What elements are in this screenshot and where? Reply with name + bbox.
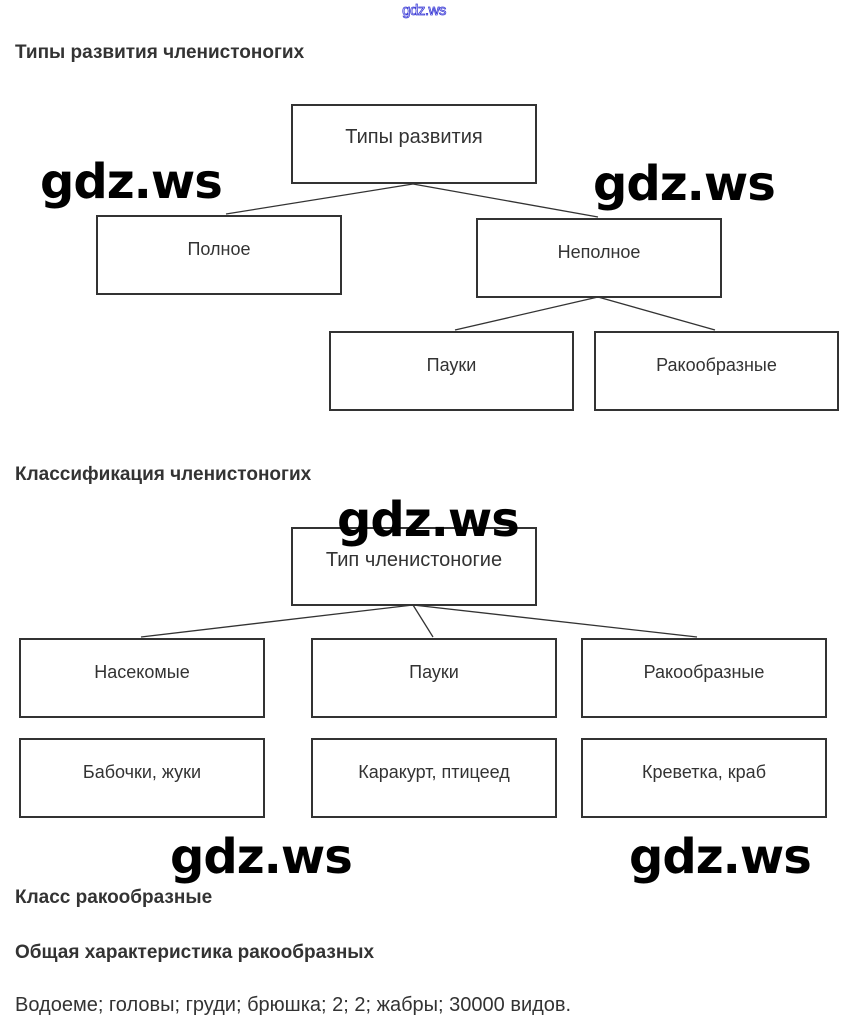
watermark: gdz.ws <box>170 829 353 885</box>
connector <box>225 183 414 215</box>
heading-development-types: Типы развития членистоногих <box>15 42 305 63</box>
connector <box>140 604 414 638</box>
watermark: gdz.ws <box>337 492 520 548</box>
node-insects: Насекомые <box>19 638 265 718</box>
node-development-types: Типы развития <box>291 104 537 184</box>
connector <box>454 296 599 331</box>
heading-classification: Классификация членистоногих <box>15 464 312 485</box>
watermark: gdz.ws <box>593 156 776 212</box>
heading-crustacean-traits: Общая характеристика ракообразных <box>15 942 375 963</box>
top-watermark: gdz.ws <box>402 2 447 20</box>
node-crustacea-examples: Креветка, краб <box>581 738 827 818</box>
node-incomplete: Неполное <box>476 218 722 298</box>
connector <box>597 296 716 331</box>
node-spiders: Пауки <box>329 331 574 411</box>
connector <box>412 604 698 638</box>
node-full: Полное <box>96 215 342 295</box>
node-arachnids: Пауки <box>311 638 557 718</box>
watermark: gdz.ws <box>40 154 223 210</box>
node-insect-examples: Бабочки, жуки <box>19 738 265 818</box>
node-crustacea: Ракообразные <box>581 638 827 718</box>
watermark: gdz.ws <box>629 829 812 885</box>
node-arachnid-examples: Каракурт, птицеед <box>311 738 557 818</box>
connector <box>412 183 599 218</box>
node-arthropods: Тип членистоногие <box>291 527 537 606</box>
answer-text: Водоеме; головы; груди; брюшка; 2; 2; жа… <box>15 994 572 1016</box>
node-crustaceans: Ракообразные <box>594 331 839 411</box>
connector <box>412 604 434 638</box>
heading-crustacean-class: Класс ракообразные <box>15 887 213 908</box>
